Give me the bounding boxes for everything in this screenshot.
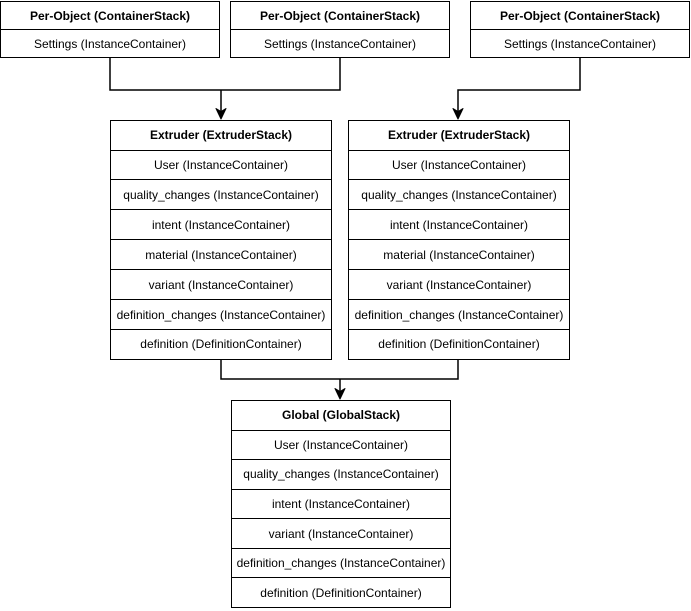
container-row-variant: variant (InstanceContainer): [349, 269, 569, 299]
container-row-variant: variant (InstanceContainer): [232, 518, 450, 548]
container-row-settings: Settings (InstanceContainer): [503, 36, 657, 51]
arrowhead-global: [334, 388, 346, 400]
extruder-stack-1: Extruder (ExtruderStack) User (InstanceC…: [110, 120, 332, 360]
stack-title: Extruder (ExtruderStack): [111, 121, 331, 151]
container-row-variant: variant (InstanceContainer): [111, 269, 331, 299]
container-row-material: material (InstanceContainer): [349, 239, 569, 269]
arrowhead-extruder2: [452, 108, 464, 120]
container-row-intent: intent (InstanceContainer): [111, 209, 331, 239]
arrowhead-extruder1: [215, 108, 227, 120]
per-object-stack-2: Per-Object (ContainerStack) Settings (In…: [230, 1, 450, 58]
container-row-definition-changes: definition_changes (InstanceContainer): [111, 299, 331, 329]
container-row-user: User (InstanceContainer): [273, 437, 409, 452]
per-object-stack-3: Per-Object (ContainerStack) Settings (In…: [470, 1, 690, 58]
container-row-definition: definition (DefinitionContainer): [349, 329, 569, 359]
container-row-definition-changes: definition_changes (InstanceContainer): [349, 299, 569, 329]
connector-extruders-global: [220, 360, 459, 380]
container-row-definition: definition (DefinitionContainer): [111, 329, 331, 359]
container-row-intent: intent (InstanceContainer): [232, 488, 450, 519]
container-row-quality-changes: quality_changes (InstanceContainer): [232, 459, 450, 489]
container-row-definition-changes: definition_changes (InstanceContainer): [232, 547, 450, 578]
container-row-settings: Settings (InstanceContainer): [263, 36, 417, 51]
stack-title: Extruder (ExtruderStack): [349, 121, 569, 151]
per-object-stack-1: Per-Object (ContainerStack) Settings (In…: [0, 1, 220, 58]
container-row-intent: intent (InstanceContainer): [349, 209, 569, 239]
container-row-user: User (InstanceContainer): [391, 157, 527, 172]
connector-perobject12-extruder1: [109, 58, 341, 91]
stack-title: Per-Object (ContainerStack): [1, 2, 219, 30]
container-row-user: User (InstanceContainer): [153, 157, 289, 172]
global-stack: Global (GlobalStack) User (InstanceConta…: [231, 400, 451, 608]
container-row-material: material (InstanceContainer): [111, 239, 331, 269]
stack-title: Global (GlobalStack): [232, 401, 450, 431]
connector-perobject3-extruder2: [457, 58, 581, 112]
container-row-definition: definition (DefinitionContainer): [232, 577, 450, 607]
container-row-settings: Settings (InstanceContainer): [33, 36, 187, 51]
container-row-quality-changes: quality_changes (InstanceContainer): [111, 179, 331, 209]
extruder-stack-2: Extruder (ExtruderStack) User (InstanceC…: [348, 120, 570, 360]
container-row-quality-changes: quality_changes (InstanceContainer): [349, 179, 569, 209]
stack-title: Per-Object (ContainerStack): [471, 2, 689, 30]
stack-title: Per-Object (ContainerStack): [231, 2, 449, 30]
